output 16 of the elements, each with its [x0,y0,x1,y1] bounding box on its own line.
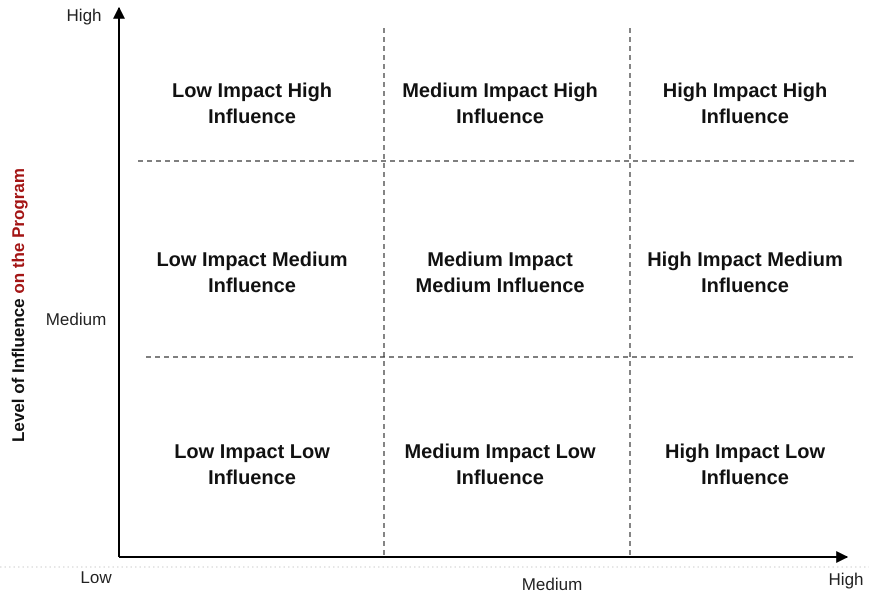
axis-tick-label: Medium [522,575,582,595]
quadrant-label: Low Impact Low Influence [142,439,362,491]
axis-tick-label: High [828,570,864,590]
quadrant-label: Low Impact High Influence [142,78,362,130]
axis-tick-label: High [66,6,102,26]
quadrant-label: Medium Impact Medium Influence [390,247,610,299]
axis-tick-label: Medium [46,310,106,330]
axis-title: Level of Influence [9,298,28,442]
axis-tick-label: Low [80,568,112,588]
quadrant-label: High Impact High Influence [635,78,855,130]
quadrant-label: High Impact Medium Influence [635,247,855,299]
axis-title: on the Program [9,168,28,294]
quadrant-label: Low Impact Medium Influence [142,247,362,299]
quadrant-label: High Impact Low Influence [635,439,855,491]
quadrant-label: Medium Impact Low Influence [390,439,610,491]
quadrant-label: Medium Impact High Influence [390,78,610,130]
